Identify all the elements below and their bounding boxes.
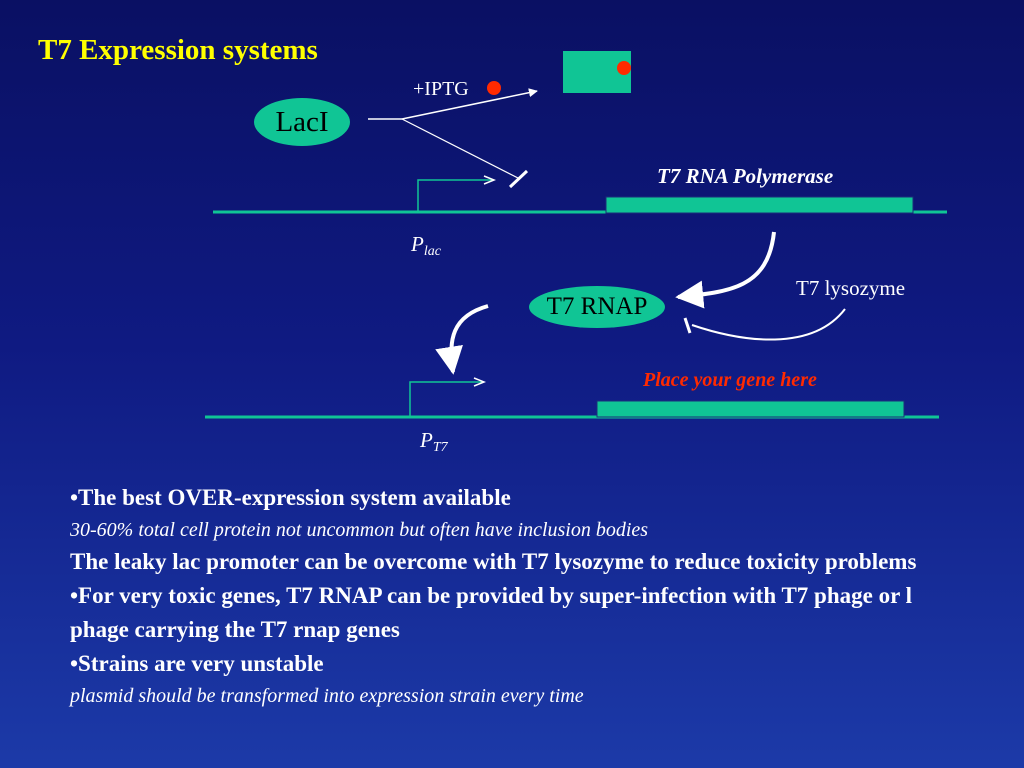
gene-placeholder-label: Place your gene here [643, 369, 817, 391]
lac-promoter-arrow [417, 179, 492, 211]
slide-title: T7 Expression systems [38, 34, 318, 66]
bullet-item: •The best OVER-expression system availab… [70, 485, 511, 510]
t7-lysozyme-label: T7 lysozyme [796, 276, 906, 300]
bullet-item: •Strains are very unstable [70, 651, 324, 676]
iptg-arrow [401, 88, 538, 120]
t7-rna-polymerase-label: T7 RNA Polymerase [657, 164, 834, 188]
lysozyme-inhibition-curve [691, 308, 846, 341]
lac-promoter-arrowhead [483, 175, 497, 185]
target-gene-box [596, 400, 905, 418]
bullet-subnote: 30-60% total cell protein not uncommon b… [70, 519, 649, 541]
bullet-subnote: plasmid should be transformed into expre… [70, 685, 584, 707]
p-t7-label: PT7 [420, 428, 448, 455]
p-t7-main: P [420, 428, 433, 452]
iptg-dot [487, 81, 501, 95]
p-t7-subscript: T7 [432, 440, 448, 455]
bullet-item: •For very toxic genes, T7 RNAP can be pr… [70, 583, 913, 642]
p-lac-main: P [411, 232, 424, 256]
bullet-item: The leaky lac promoter can be overcome w… [70, 549, 917, 574]
expression-diagram: LacI T7 RNAP +IPTG T7 RNA Polymerase Pla… [205, 51, 947, 455]
laci-label: LacI [275, 105, 329, 138]
laci-oval: LacI [254, 98, 350, 146]
t7-promoter-arrowhead [473, 377, 487, 387]
laci-repression-bar [508, 169, 529, 189]
expression-curve-arrow [675, 231, 776, 309]
rnap-to-promoter-arrow [435, 304, 489, 375]
lysozyme-inhibition-bar [683, 317, 692, 334]
p-lac-subscript: lac [423, 244, 441, 259]
t7-rnap-label: T7 RNAP [546, 293, 648, 320]
t7-rna-polymerase-gene [605, 196, 914, 214]
bullet-list: •The best OVER-expression system availab… [70, 481, 970, 711]
t7-rnap-oval: T7 RNAP [529, 286, 665, 328]
t7-promoter-arrow [409, 381, 482, 416]
bound-iptg-dot [617, 61, 631, 75]
iptg-label: +IPTG [413, 78, 469, 100]
p-lac-label: Plac [411, 232, 441, 259]
diagram-graphics [205, 51, 947, 419]
laci-repression-line [401, 118, 519, 179]
